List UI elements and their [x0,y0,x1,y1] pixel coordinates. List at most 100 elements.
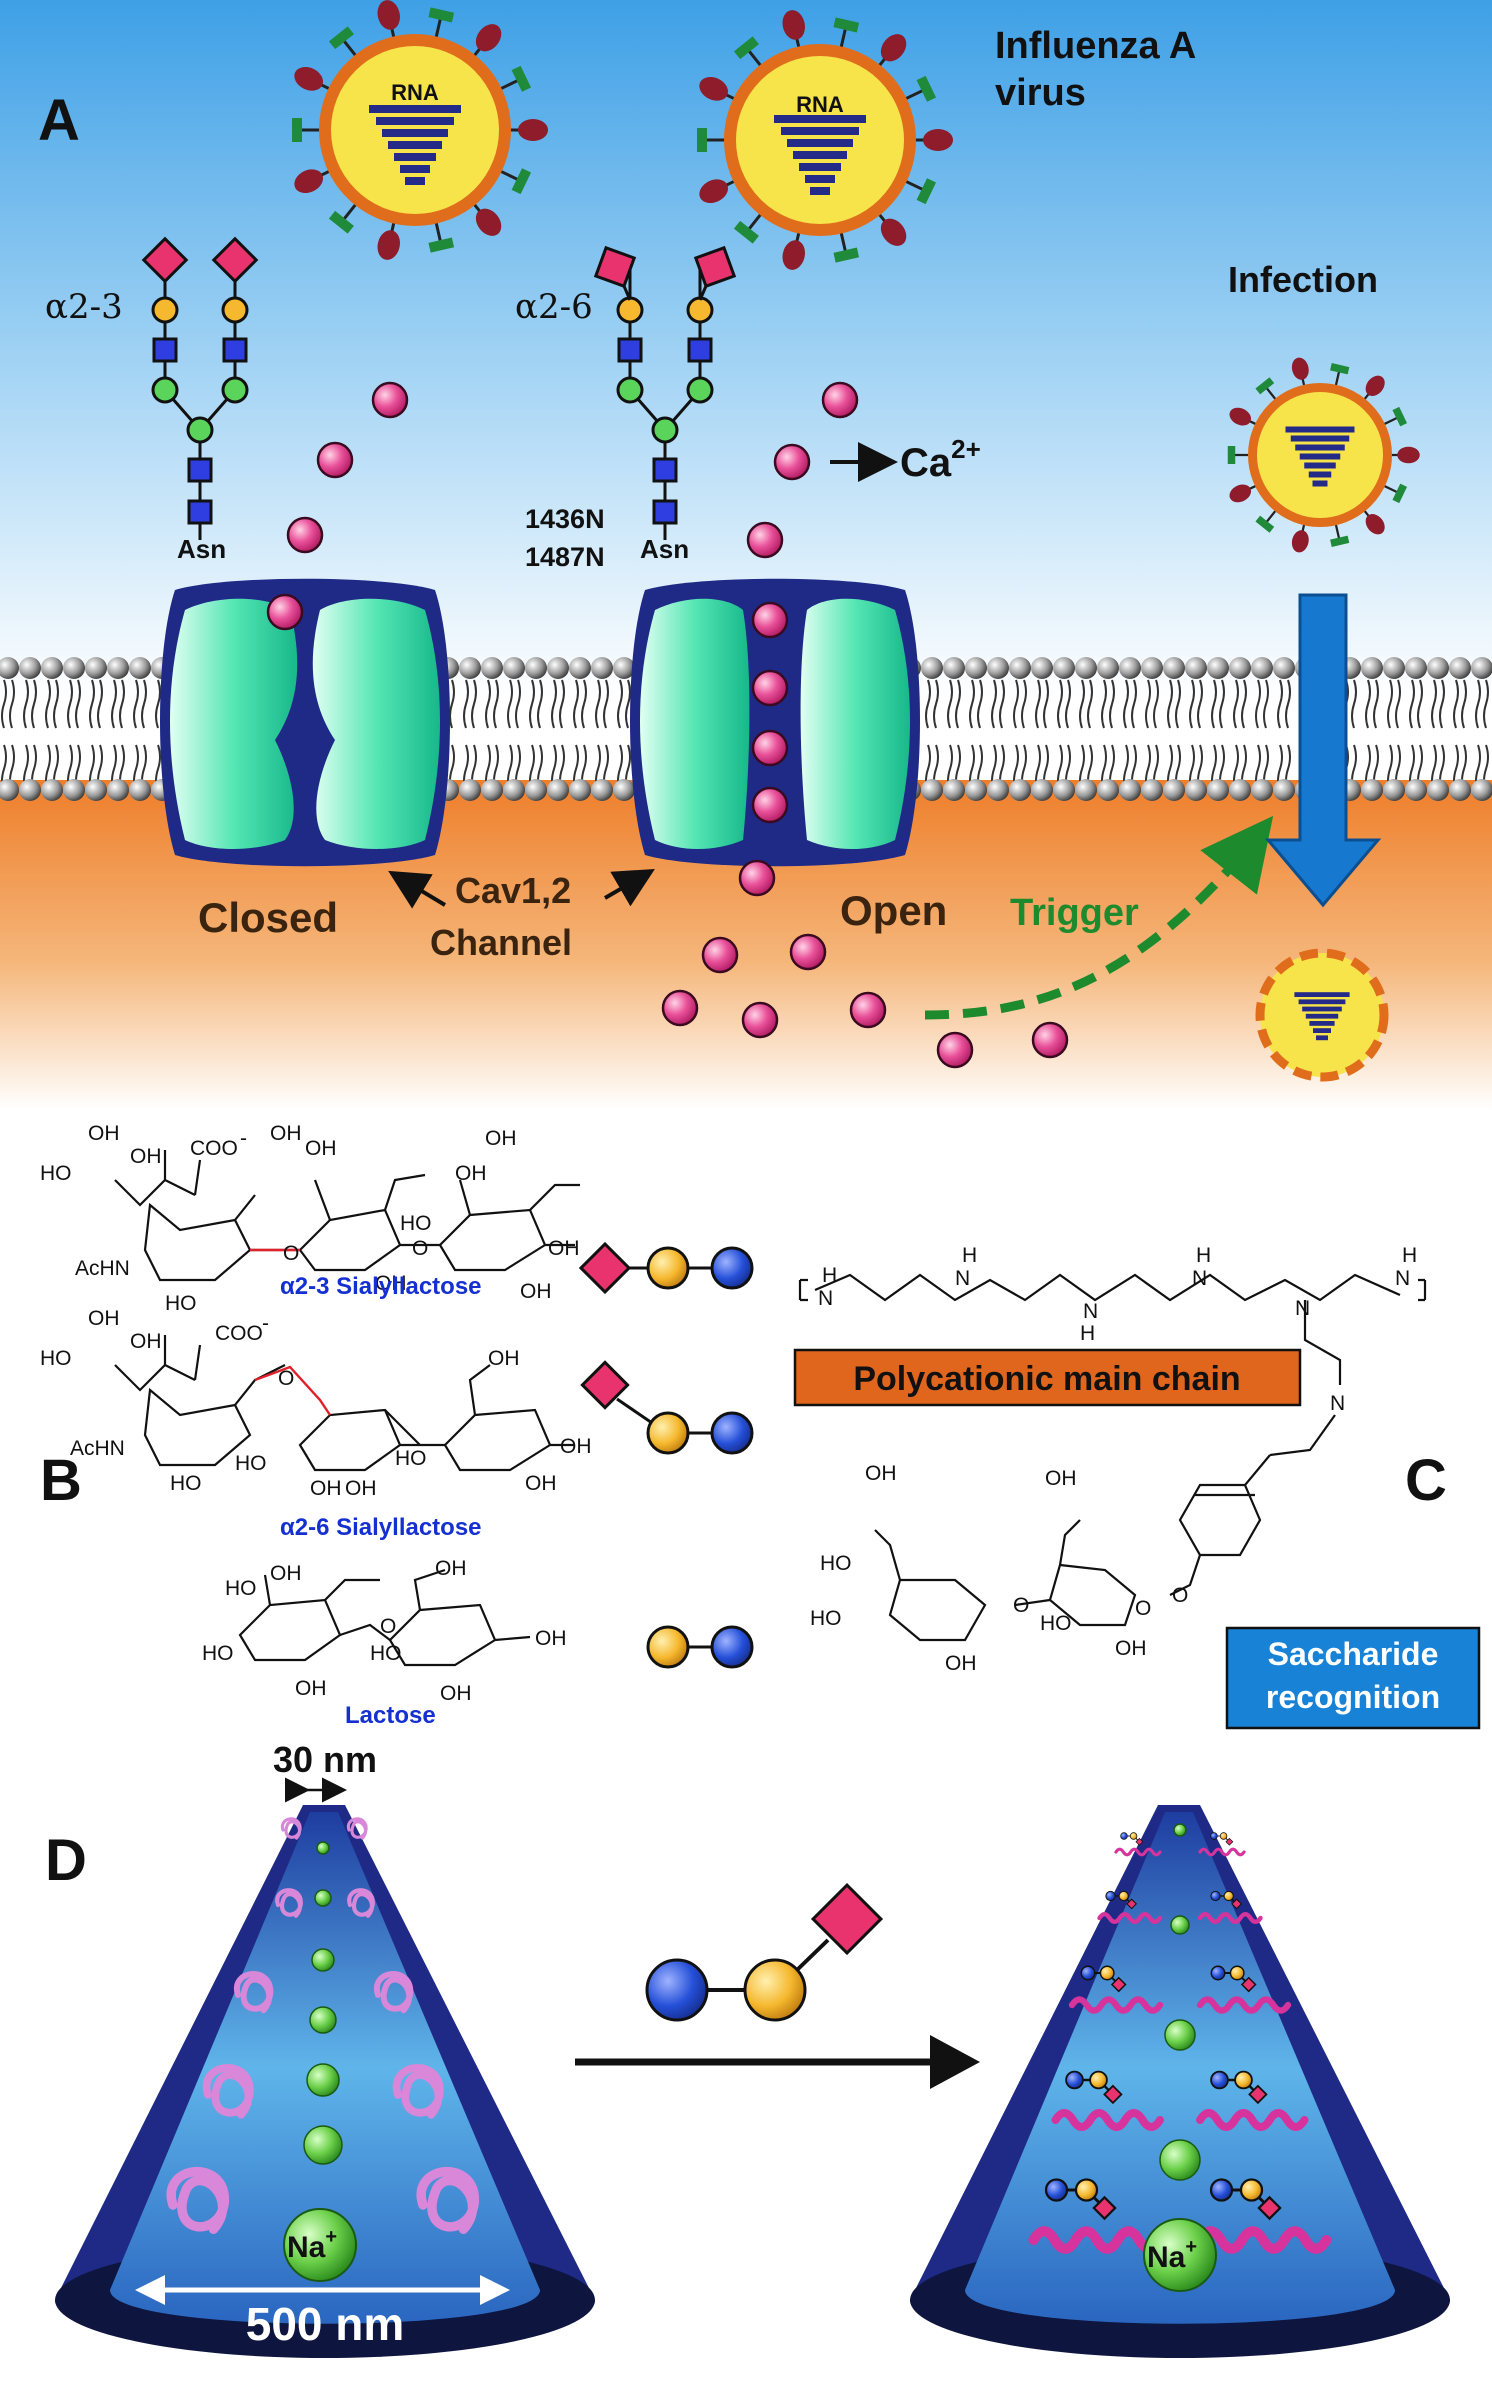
sodium-ion-icon [311,1948,335,1972]
lipid-head [41,779,63,801]
sodium-ion-icon [1173,1823,1187,1837]
lipid-head [1097,779,1119,801]
lipid-head [1229,779,1251,801]
lipid-head [0,779,19,801]
svg-text:HO: HO [395,1447,427,1470]
lipid-head [1383,657,1405,679]
lipid-head [1471,779,1492,801]
polymer-wave-icon [1198,1847,1246,1857]
svg-text:OH: OH [560,1435,592,1458]
polymer-wave-icon [1051,2109,1164,2131]
infection-arrow [1264,593,1382,908]
lipid-head [921,657,943,679]
lipid-head [1097,657,1119,679]
lipid-head [591,779,613,801]
calcium-ion-icon [266,593,304,631]
polymer-coil-icon [275,1888,303,1918]
lipid-head [1383,779,1405,801]
lipid-head [1449,657,1471,679]
structure-alpha23: HO OH OH COO - OH OH AcHN HO O OH O HO O… [40,1122,580,1315]
lipid-head [1273,779,1295,801]
calcium-ion-icon [936,1031,974,1069]
lipid-head [1273,657,1295,679]
svg-text:AcHN: AcHN [75,1257,130,1280]
alpha26-label: α2-6 [515,287,593,327]
calcium-ion-icon [738,859,776,897]
lipid-head [503,657,525,679]
calcium-ion-icon [661,989,699,1027]
sodium-ion-icon [306,2063,340,2097]
svg-text:OH: OH [435,1557,467,1580]
base-size-label: 500 nm [246,2298,405,2350]
lipid-head [481,779,503,801]
closed-label: Closed [198,894,338,941]
closed-pointer-arrow [388,870,447,909]
lipid-head [0,657,19,679]
rna-label-2: RNA [796,92,844,117]
calcium-ion-icon [849,991,887,1029]
lipid-head [987,779,1009,801]
polymer-wave-icon [1196,1996,1292,2014]
svg-text:Na+: Na+ [287,2226,337,2264]
trigger-label: Trigger [1010,892,1139,934]
svg-text:OH: OH [525,1472,557,1495]
lipid-head [459,657,481,679]
polymer-coil-icon [280,1817,302,1840]
svg-text:Na+: Na+ [1147,2236,1197,2274]
trigger-arrow [924,815,1274,1020]
svg-text:H: H [1080,1322,1095,1345]
tip-size-label: 30 nm [273,1739,377,1780]
lipid-head [1471,657,1492,679]
svg-text:O: O [380,1615,396,1638]
calcium-ion-icon [751,669,789,707]
lipid-head [63,657,85,679]
name-alpha26: α2-6 Sialyllactose [280,1514,482,1541]
lipid-head [19,779,41,801]
lipid-head [525,779,547,801]
lipid-head [1163,779,1185,801]
lipid-head [1361,779,1383,801]
svg-text:HO: HO [170,1472,202,1495]
polymer-coil-icon [416,2166,480,2235]
panel-d-letter: D [45,1828,87,1893]
svg-text:OH: OH [455,1162,487,1185]
lipid-head [1449,779,1471,801]
lipid-head [965,779,987,801]
sodium-ion-icon [309,2006,337,2034]
sodium-ion-icon [316,1841,330,1855]
lipid-head [987,657,1009,679]
polymer-wave-icon [1028,2226,1165,2254]
svg-text:OH: OH [375,1272,407,1295]
svg-text:O: O [1013,1594,1029,1617]
svg-text:OH: OH [535,1627,567,1650]
asn-label-2: Asn [640,534,689,564]
svg-text:OH: OH [130,1145,162,1168]
sodium-ion-icon [314,1889,332,1907]
polymer-coil-icon [202,2064,254,2119]
lipid-head [1031,657,1053,679]
svg-text:HO: HO [370,1642,402,1665]
svg-text:HO: HO [235,1452,267,1475]
svg-text:COO: COO [215,1322,263,1345]
lipid-head [1053,657,1075,679]
lipid-head [1427,779,1449,801]
sodium-ion-icon-right: Na+ [1143,2218,1217,2292]
lipid-head [1251,657,1273,679]
virus-label-line2: virus [995,72,1086,114]
calcium-ion-icon [741,1001,779,1039]
svg-text:OH: OH [1115,1637,1147,1660]
calcium-ion-icon [821,381,859,419]
svg-text:N: N [1395,1267,1410,1290]
svg-text:O: O [283,1242,299,1265]
svg-text:O: O [1135,1597,1151,1620]
lipid-head [107,779,129,801]
svg-text:N: N [1083,1300,1098,1323]
polymer-wave-icon [1114,1847,1162,1857]
lipid-head [107,657,129,679]
lipid-head [41,657,63,679]
lipid-head [1031,779,1053,801]
svg-text:OH: OH [945,1652,977,1675]
open-label: Open [840,887,947,934]
svg-text:OH: OH [548,1237,580,1260]
svg-text:H: H [1196,1244,1211,1267]
